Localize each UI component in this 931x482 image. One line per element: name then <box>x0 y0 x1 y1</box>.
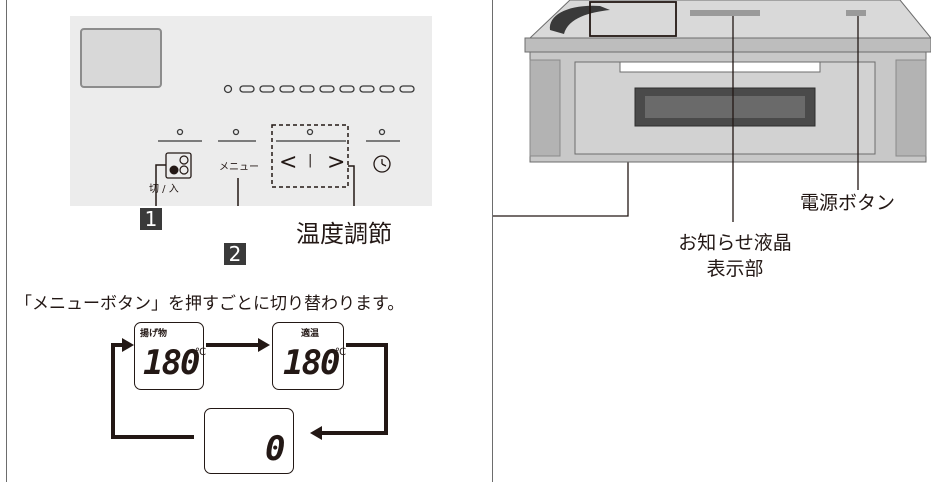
lcd-value: 180 <box>143 343 200 383</box>
menu-cycle-caption: 「メニューボタン」を押すごとに切り替わります。 <box>15 294 405 314</box>
lcd-tag: 適温 <box>301 329 320 339</box>
callout-number-2: 2 <box>224 243 246 265</box>
lcd-unit: ℃ <box>335 347 347 358</box>
timer-icon <box>373 155 391 173</box>
temp-adjust-label: 温度調節 <box>296 220 392 248</box>
panel-lines <box>155 84 415 206</box>
lcd-unit: ℃ <box>195 347 207 358</box>
lcd-value: 0 <box>265 429 286 469</box>
lcd-value: 180 <box>283 343 340 383</box>
power-button-label-right: 電源ボタン <box>800 192 896 214</box>
lcd-fry-mode: 揚げ物 180 ℃ <box>134 322 207 390</box>
temp-down-button: < <box>279 150 298 175</box>
lcd-notice-label: お知らせ液晶 表示部 <box>663 230 807 282</box>
menu-button-label: メニュー <box>219 162 259 173</box>
callout-frame <box>6 0 493 482</box>
panel-display-window <box>80 28 162 88</box>
lcd-notice-line1: お知らせ液晶 <box>678 232 792 254</box>
temp-up-button: > <box>327 150 346 175</box>
callout-number-1: 1 <box>140 208 162 230</box>
lcd-tag: 揚げ物 <box>140 329 168 339</box>
lcd-optimal-temp-mode: 適温 180 ℃ <box>272 322 347 390</box>
temp-separator: | <box>308 153 313 168</box>
power-button-label: 切 / 入 <box>149 184 179 195</box>
lcd-off-mode: 0 <box>204 408 294 474</box>
stove-illustration <box>524 0 931 190</box>
lcd-notice-line2: 表示部 <box>706 258 764 280</box>
